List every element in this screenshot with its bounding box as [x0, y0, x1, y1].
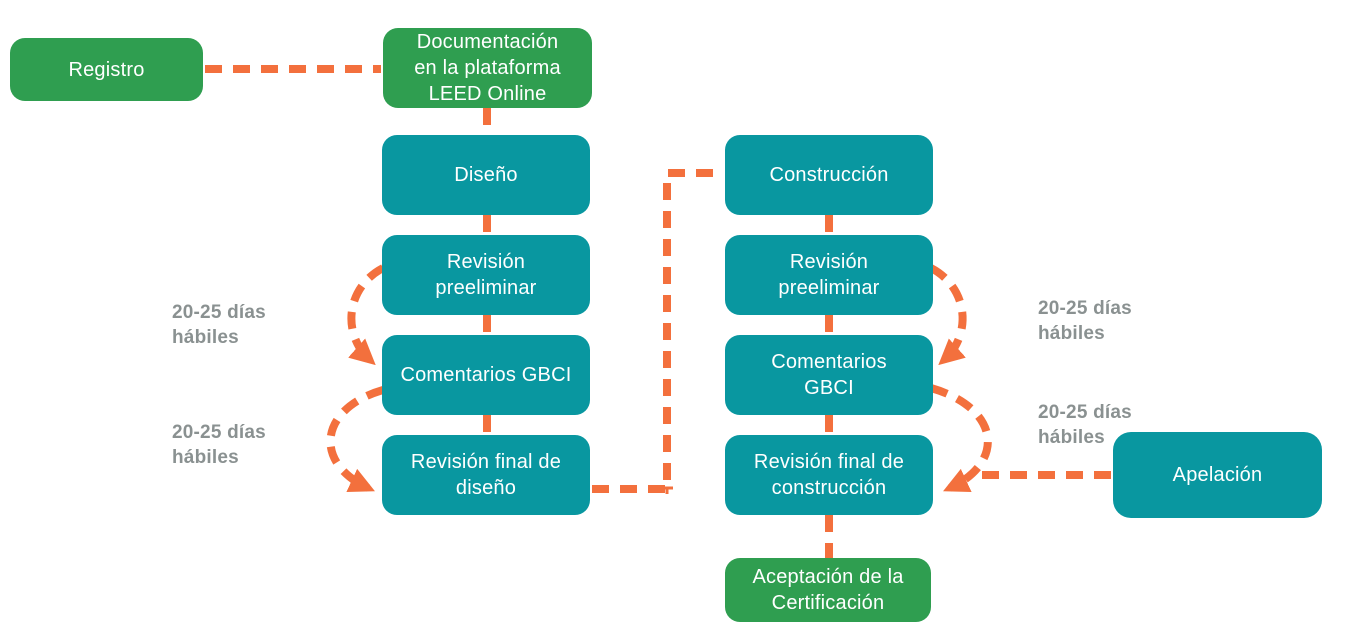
node-registro: Registro [10, 38, 203, 101]
loop-arrow-preeliminar-comentarios-diseno [347, 264, 386, 366]
node-comentarios-gbci-construccion: Comentarios GBCI [725, 335, 933, 415]
node-apelacion: Apelación [1113, 432, 1322, 518]
node-documentacion-leed-online: Documentación en la plataforma LEED Onli… [383, 28, 592, 108]
annotation-dias-habiles-construccion-2: 20-25 días hábiles [1038, 402, 1132, 448]
node-revision-preeliminar-diseno: Revisión preeliminar [382, 235, 590, 315]
annotation-dias-habiles-diseno-2: 20-25 días hábiles [172, 422, 266, 468]
connector-revision-final-diseno-construccion [592, 169, 722, 493]
loop-arrow-comentarios-revision-final-construccion [929, 384, 992, 493]
node-diseno: Diseño [382, 135, 590, 215]
node-construccion: Construcción [725, 135, 933, 215]
node-revision-preeliminar-construccion: Revisión preeliminar [725, 235, 933, 315]
loop-arrow-comentarios-revision-final-diseno [326, 386, 385, 493]
node-revision-final-construccion: Revisión final de construcción [725, 435, 933, 515]
node-revision-final-diseno: Revisión final de diseño [382, 435, 590, 515]
node-comentarios-gbci-diseno: Comentarios GBCI [382, 335, 590, 415]
direction-tick [661, 486, 673, 494]
loop-arrow-preeliminar-comentarios-construccion [928, 264, 967, 366]
node-aceptacion-certificacion: Aceptación de la Certificación [725, 558, 931, 622]
annotation-dias-habiles-diseno-1: 20-25 días hábiles [172, 302, 266, 348]
annotation-dias-habiles-construccion-1: 20-25 días hábiles [1038, 298, 1132, 344]
